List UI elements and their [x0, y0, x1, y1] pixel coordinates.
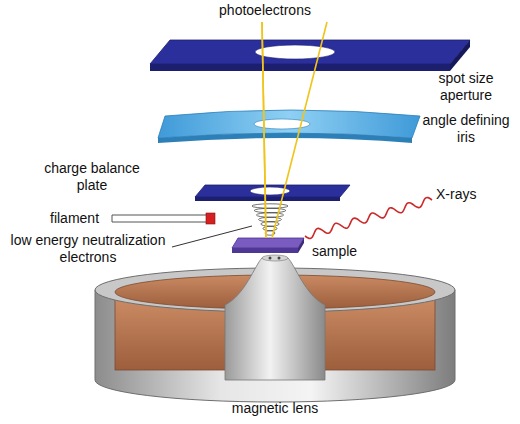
part-label: X-rays [436, 186, 496, 203]
part-label: photoelectrons [205, 2, 325, 19]
leader-line [172, 226, 252, 247]
sample-plate [232, 238, 304, 253]
electron-orbit [259, 217, 282, 221]
electron-orbit [254, 208, 286, 212]
part-label: sample [312, 243, 372, 260]
photoelectron-rays [262, 22, 327, 238]
part-label: low energy neutralization electrons [2, 232, 174, 266]
x-ray-wave [305, 198, 432, 239]
part-label: charge balance plate [36, 160, 148, 194]
part-label: filament [50, 210, 108, 227]
magnetic-lens [95, 255, 455, 402]
electron-orbit [256, 213, 283, 217]
filament [112, 213, 215, 224]
part-label: magnetic lens [205, 400, 345, 417]
part-label: angle defining iris [416, 112, 516, 146]
part-label: spot size aperture [418, 70, 514, 104]
electron-orbit [252, 204, 288, 208]
spot-size-aperture [150, 40, 470, 71]
angle-defining-iris [158, 110, 420, 143]
electron-spiral [252, 204, 288, 235]
charge-balance-plate [195, 185, 350, 201]
